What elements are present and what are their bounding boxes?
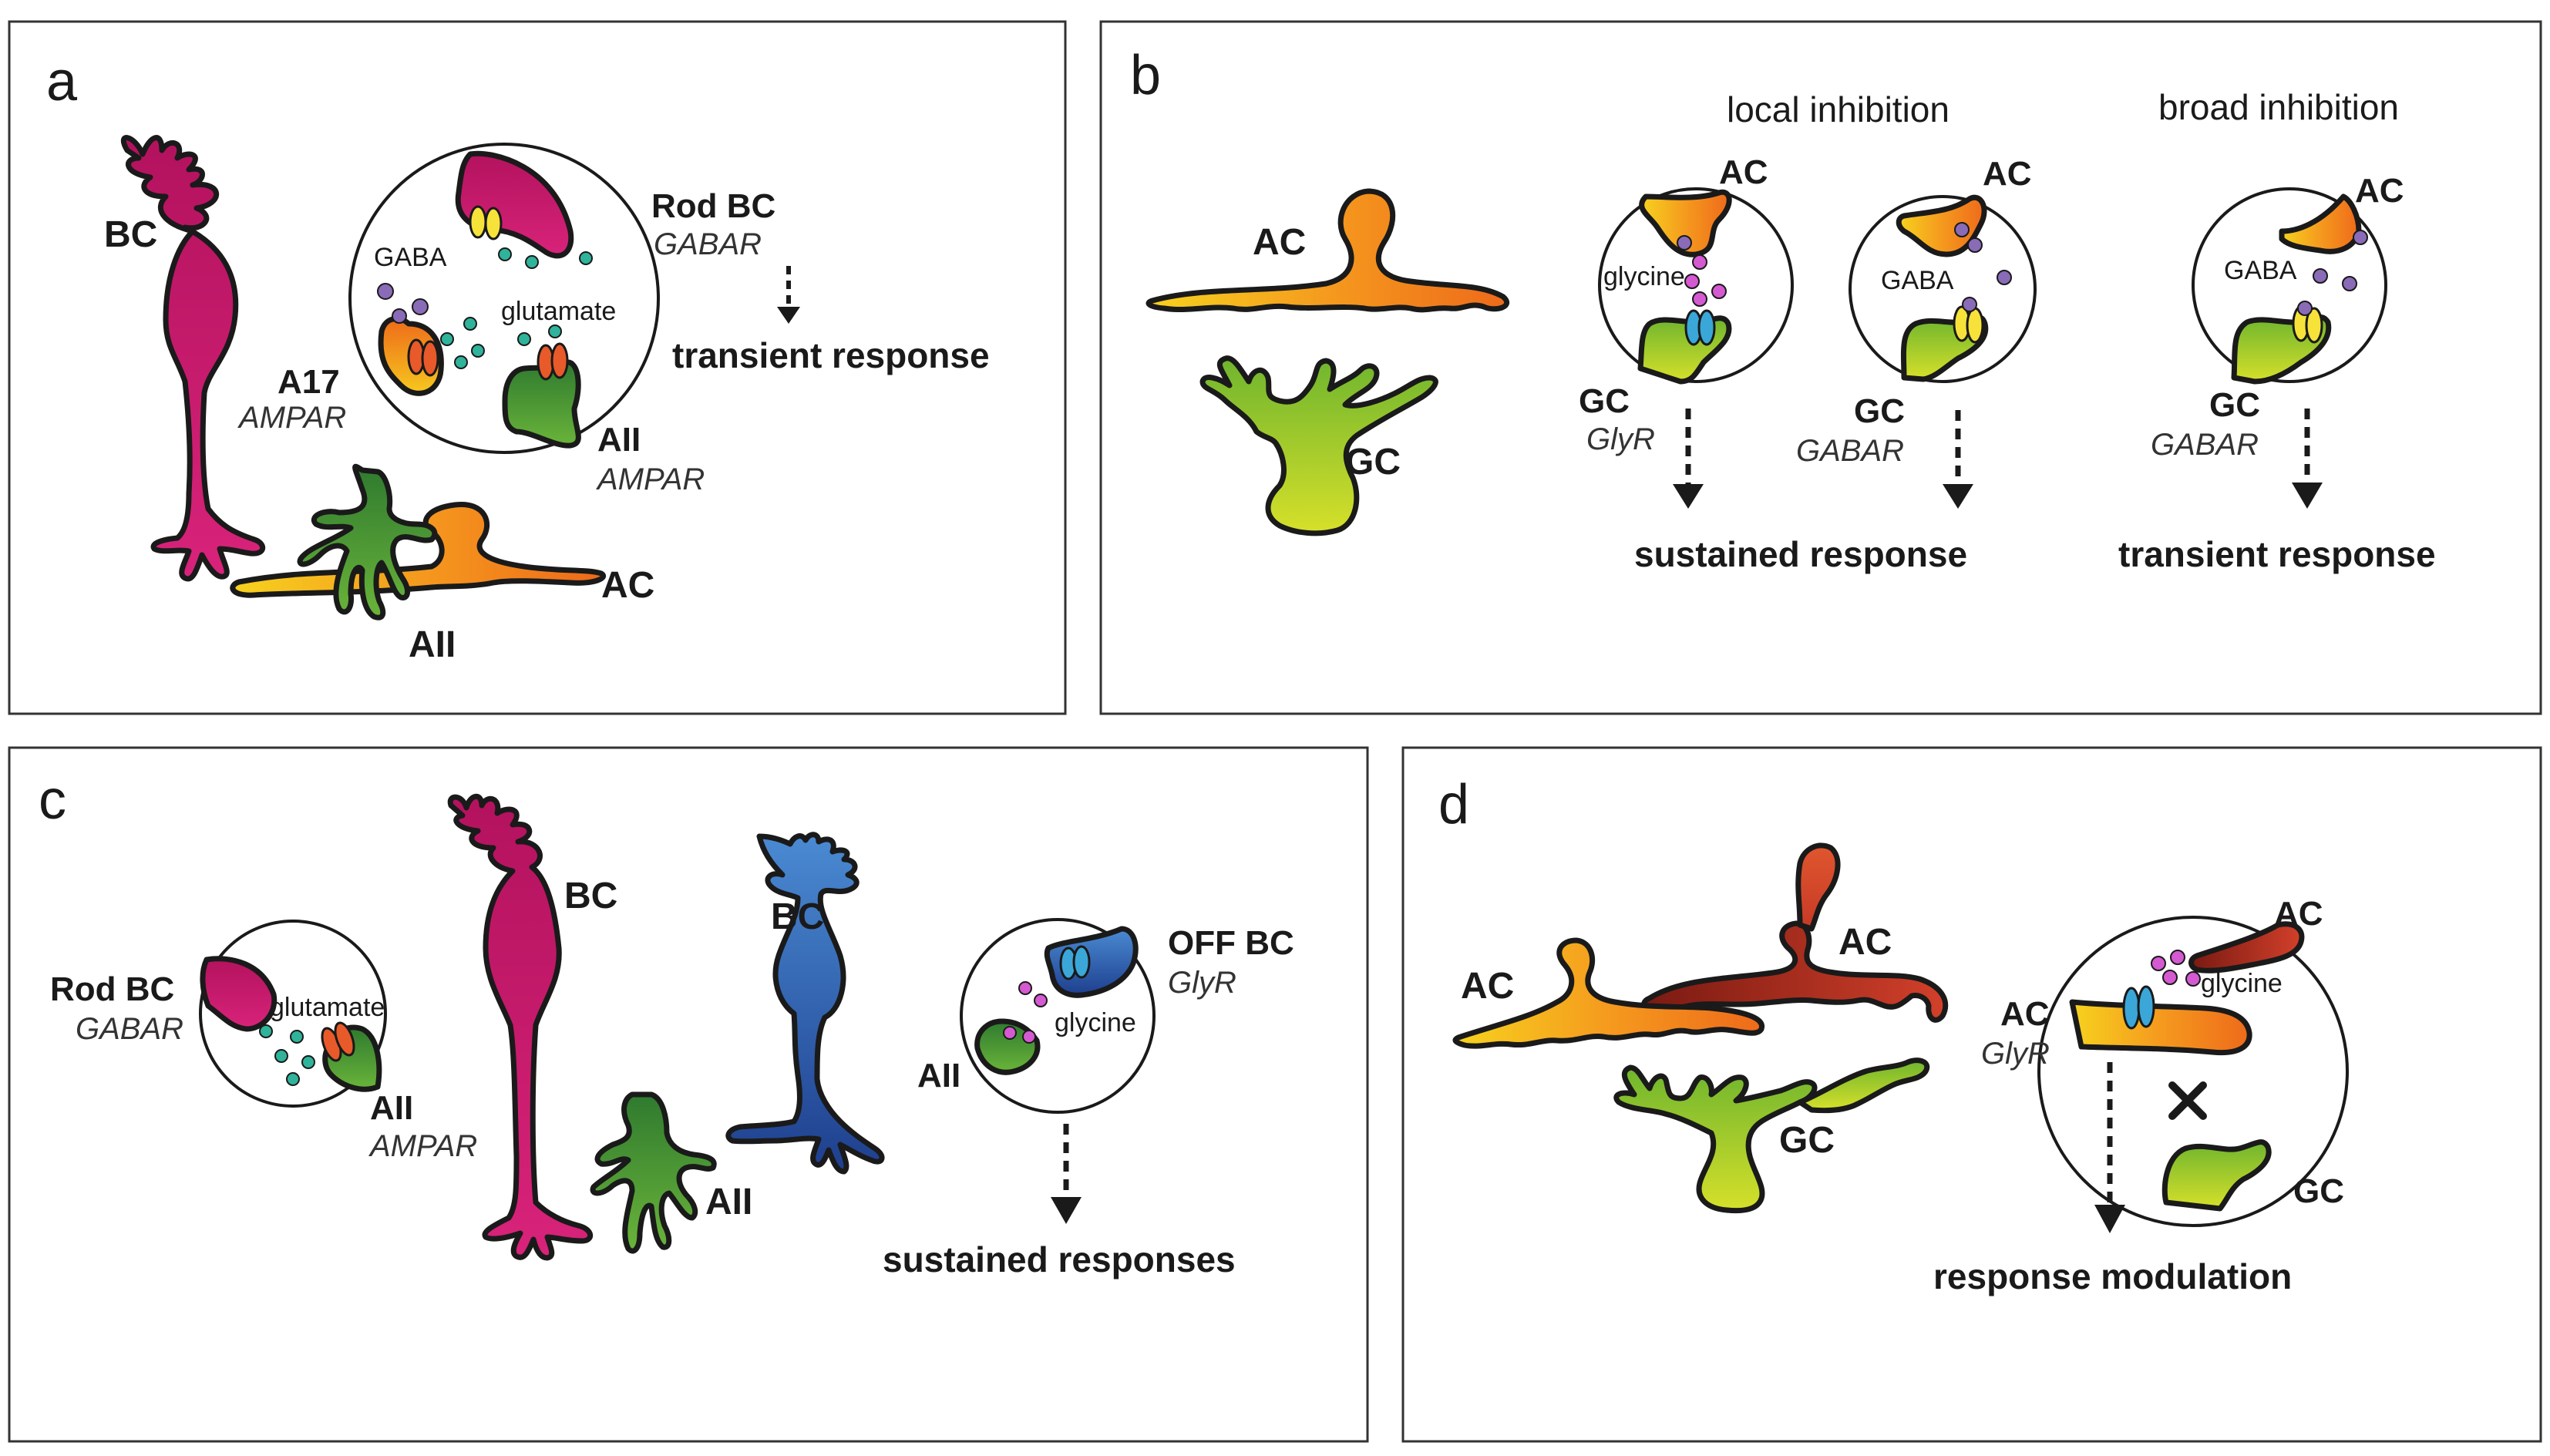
glutamate-label-a: glutamate [501, 297, 616, 326]
aii-label-a: AII [409, 624, 456, 665]
a17-receptor: AMPAR [237, 401, 346, 435]
inset-a: GABA glutamate [348, 143, 660, 454]
block-x-icon [2168, 1081, 2207, 1120]
panel-b: b AC GC local inhibition broad inhibitio… [1099, 20, 2542, 715]
ac-inset-top-d: AC [2274, 895, 2323, 933]
ac-label-d-top: AC [1838, 922, 1892, 963]
bc-cell-a [120, 135, 266, 582]
panel-d-frame [1401, 746, 2542, 1443]
response-local: sustained response [1634, 534, 1967, 574]
aii-receptor-a: AMPAR [596, 462, 705, 496]
bc-label-c1: BC [564, 876, 617, 916]
rodbc-receptor-a: GABAR [654, 227, 762, 261]
panel-c-frame [8, 746, 1369, 1443]
inset-b2: GABA [1849, 194, 2037, 383]
arrow-b2-head [1943, 484, 1973, 509]
aii-inset-label-a: AII [597, 421, 641, 459]
glyr-receptor-b: GlyR [1586, 422, 1655, 456]
gabar-receptor-b2: GABAR [1796, 434, 1904, 468]
panel-d: d AC AC GC glycine [1401, 746, 2542, 1443]
ac-cell-d-orange [1452, 937, 1764, 1049]
rodbc-label-a: Rod BC [651, 187, 775, 225]
glycine-label-c: glycine [1055, 1008, 1136, 1037]
aii-label-c: AII [705, 1182, 752, 1222]
inset-b3: GABA [2192, 187, 2387, 385]
gc-inset1-label: GC [1579, 382, 1630, 420]
gc-inset3-label: GC [2209, 386, 2260, 424]
gc-cell-b [1199, 355, 1438, 536]
local-inhibition-title: local inhibition [1727, 89, 1950, 129]
panel-c: c glutamate Rod BC GABAR AII AMPAR BC [8, 746, 1369, 1443]
arrow-b1-head [1673, 484, 1704, 509]
panel-a: a [8, 20, 1067, 715]
ac-inset2-label: AC [1983, 155, 2032, 193]
ac-cell-d-red [1640, 842, 1949, 1023]
gc-label-b: GC [1345, 442, 1401, 483]
arrow-b3-head [2292, 483, 2323, 509]
rodbc-receptor-c: GABAR [76, 1012, 183, 1046]
aii-label-c-right: AII [917, 1057, 960, 1095]
gabar-receptor-b3: GABAR [2151, 428, 2259, 462]
inset-c2: glycine [960, 918, 1156, 1114]
ac-inset3-label: AC [2355, 172, 2404, 210]
aii-cell-c [590, 1091, 717, 1254]
panel-a-letter: a [46, 51, 78, 113]
glyr-receptor-d: GlyR [1981, 1037, 2050, 1071]
ac-label-b: AC [1253, 222, 1306, 263]
ac-cell-b [1145, 188, 1510, 313]
response-a: transient response [672, 335, 990, 375]
panel-b-frame [1099, 20, 2542, 715]
gaba-label-b2: GABA [1881, 266, 1954, 295]
inset-d: glycine [2037, 916, 2349, 1227]
ac-label-d-left: AC [1461, 966, 1514, 1007]
aii-cell-a [297, 463, 438, 620]
gaba-label-b3: GABA [2224, 256, 2297, 285]
a17-label: A17 [278, 363, 340, 401]
broad-inhibition-title: broad inhibition [2158, 87, 2399, 127]
response-broad: transient response [2118, 534, 2436, 574]
bc-label-a: BC [104, 214, 157, 255]
offbc-receptor: GlyR [1168, 966, 1236, 1000]
inset-b1: glycine [1598, 187, 1794, 385]
gaba-label-a: GABA [374, 243, 447, 272]
aii-receptor-c: AMPAR [368, 1129, 477, 1163]
panel-c-letter: c [39, 769, 66, 831]
gc-inset2-label: GC [1854, 392, 1905, 430]
response-c: sustained responses [883, 1239, 1236, 1279]
ac-label-a: AC [601, 565, 654, 606]
arrow-d-head [2094, 1205, 2125, 1233]
inset-c1: glutamate [199, 920, 387, 1108]
arrow-c-head [1051, 1197, 1082, 1224]
response-d: response modulation [1933, 1256, 2292, 1296]
glycine-label-b: glycine [1603, 262, 1685, 291]
rodbc-label-c: Rod BC [50, 970, 174, 1008]
arrow-a-head [777, 307, 800, 324]
glutamate-label-c: glutamate [270, 993, 385, 1022]
aii-inset-label-c: AII [370, 1089, 413, 1127]
gc-label-d: GC [1779, 1120, 1835, 1161]
ac-inset1-label: AC [1719, 153, 1768, 191]
glycine-label-d: glycine [2201, 969, 2283, 998]
offbc-label: OFF BC [1168, 924, 1294, 962]
panel-b-letter: b [1130, 45, 1161, 106]
ac-cell-a [230, 502, 606, 598]
gc-cell-d [1613, 1058, 1930, 1214]
ac-inset-left-d: AC [2000, 995, 2050, 1033]
bc-cell-c1 [447, 793, 594, 1261]
gc-inset-d: GC [2293, 1172, 2344, 1210]
bc-label-c2: BC [771, 896, 824, 937]
bc-cell-c2 [725, 832, 885, 1175]
panel-d-letter: d [1438, 774, 1469, 836]
